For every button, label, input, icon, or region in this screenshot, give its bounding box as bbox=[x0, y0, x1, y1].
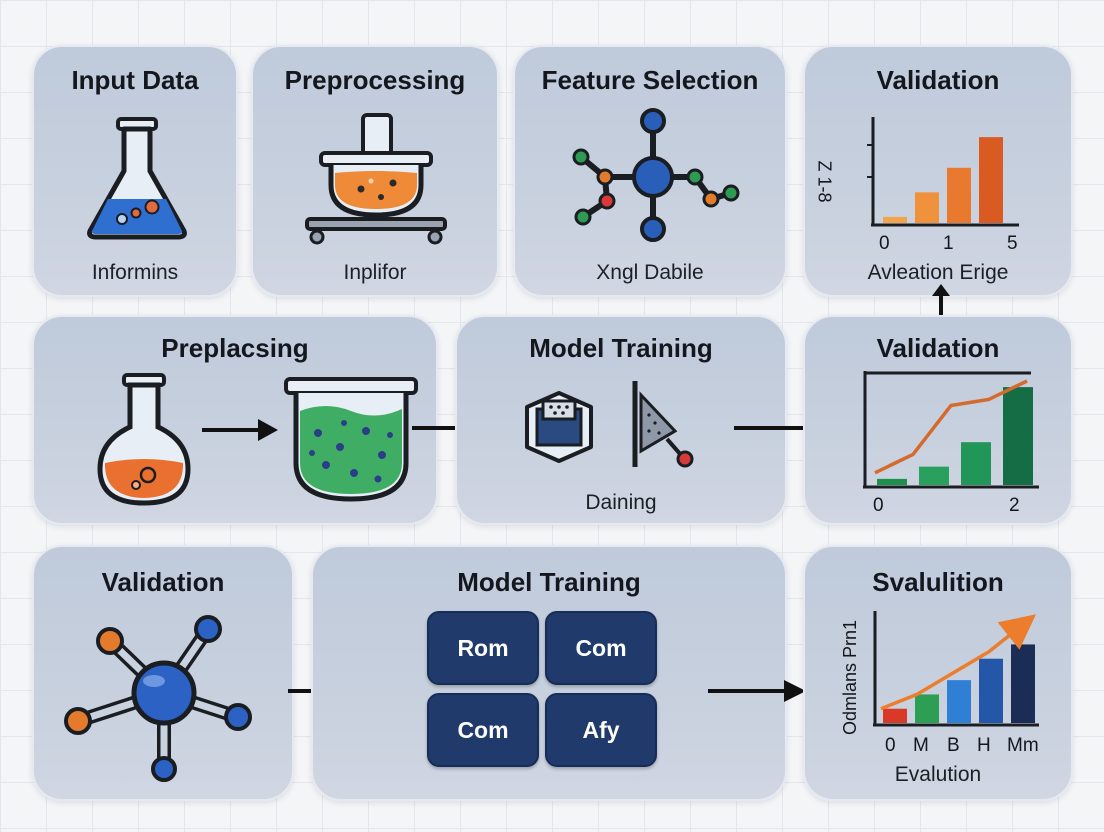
validation-mid-chart bbox=[863, 371, 1039, 489]
validation-mid-panel: Validation 0 2 bbox=[803, 315, 1073, 525]
preprocessing-caption: Inplifor bbox=[343, 261, 407, 284]
validation-top-tick-2: 5 bbox=[1007, 233, 1018, 254]
validation-top-caption: Avleation Erige bbox=[867, 261, 1009, 284]
chart-bar bbox=[947, 167, 971, 223]
filter-probe-icon bbox=[632, 381, 694, 468]
preplacsing-panel: Preplacsing bbox=[32, 315, 438, 525]
chart-bar bbox=[877, 478, 907, 485]
chart-bar bbox=[979, 658, 1003, 723]
molecule-icon bbox=[572, 108, 740, 242]
chart-bar bbox=[947, 680, 971, 723]
network-node-icon bbox=[64, 615, 252, 782]
preplacsing-title: Preplacsing bbox=[161, 333, 309, 363]
chart-bar bbox=[883, 216, 907, 223]
processor-icon bbox=[525, 391, 593, 463]
preprocessing-panel: Preprocessing Inplifor bbox=[251, 45, 499, 297]
model-training-bottom-title: Model Training bbox=[457, 567, 641, 597]
arrow-right-icon bbox=[202, 419, 278, 441]
chart-bar bbox=[919, 466, 949, 485]
chart-bar bbox=[1011, 644, 1035, 723]
preprocessing-title: Preprocessing bbox=[284, 65, 466, 95]
chart-bar bbox=[979, 137, 1003, 223]
input-data-panel: Input Data Informins bbox=[32, 45, 238, 297]
chart-bar bbox=[961, 442, 991, 485]
input-data-caption: Informins bbox=[91, 261, 179, 284]
svalulition-xlabel: Evalution bbox=[894, 763, 982, 786]
svalulition-xtick-1: M bbox=[913, 735, 929, 756]
svalulition-xtick-4: Mm bbox=[1007, 735, 1039, 756]
green-beaker-icon bbox=[284, 377, 418, 502]
feature-selection-caption: Xngl Dabile bbox=[596, 261, 704, 284]
validation-mid-tick-1: 2 bbox=[1009, 495, 1020, 516]
arrow-right-icon bbox=[708, 680, 806, 702]
chart-trend-line bbox=[880, 614, 1036, 711]
svalulition-chart bbox=[873, 611, 1039, 727]
input-data-title: Input Data bbox=[71, 65, 199, 95]
validation-bottom-title: Validation bbox=[101, 567, 225, 597]
model-training-mid-caption: Daining bbox=[585, 491, 657, 514]
chart-trend-line bbox=[874, 379, 1028, 475]
model-button-rom[interactable]: Rom bbox=[427, 611, 539, 685]
chart-bar bbox=[915, 192, 939, 223]
svalulition-ylabel: Odmlans Prn1 bbox=[840, 619, 861, 736]
model-button-afy[interactable]: Afy bbox=[545, 693, 657, 767]
validation-top-panel: Validation Z 1-8 0 1 5 Avleation Erige bbox=[803, 45, 1073, 297]
validation-mid-tick-0: 0 bbox=[873, 495, 884, 516]
svalulition-panel: Svalulition Odmlans Prn1 0 M B H Mm Eval… bbox=[803, 545, 1073, 801]
validation-top-tick-1: 1 bbox=[943, 233, 954, 254]
svalulition-title: Svalulition bbox=[872, 567, 1004, 597]
model-training-mid-title: Model Training bbox=[529, 333, 713, 363]
model-training-mid-panel: Model Training Daining bbox=[455, 315, 787, 525]
validation-mid-title: Validation bbox=[876, 333, 1000, 363]
validation-top-ylabel: Z 1-8 bbox=[814, 160, 835, 203]
model-button-com[interactable]: Com bbox=[427, 693, 539, 767]
flask-icon bbox=[87, 117, 187, 240]
feature-selection-title: Feature Selection bbox=[541, 65, 759, 95]
validation-top-chart bbox=[867, 117, 1019, 227]
validation-top-tick-0: 0 bbox=[879, 233, 890, 254]
svalulition-xtick-3: H bbox=[977, 735, 991, 756]
chart-bar bbox=[915, 694, 939, 723]
svalulition-xtick-0: 0 bbox=[885, 735, 896, 756]
svalulition-xtick-2: B bbox=[947, 735, 960, 756]
chart-bar bbox=[1003, 387, 1033, 485]
chart-bar bbox=[883, 708, 907, 723]
validation-bottom-panel: Validation bbox=[32, 545, 294, 801]
model-button-com[interactable]: Com bbox=[545, 611, 657, 685]
model-training-bottom-panel: Model Training Rom Com Com Afy bbox=[311, 545, 787, 801]
heated-beaker-icon bbox=[305, 113, 447, 245]
feature-selection-panel: Feature Selection Xngl Dabile bbox=[513, 45, 787, 297]
validation-top-title: Validation bbox=[876, 65, 1000, 95]
round-flask-icon bbox=[97, 373, 191, 506]
